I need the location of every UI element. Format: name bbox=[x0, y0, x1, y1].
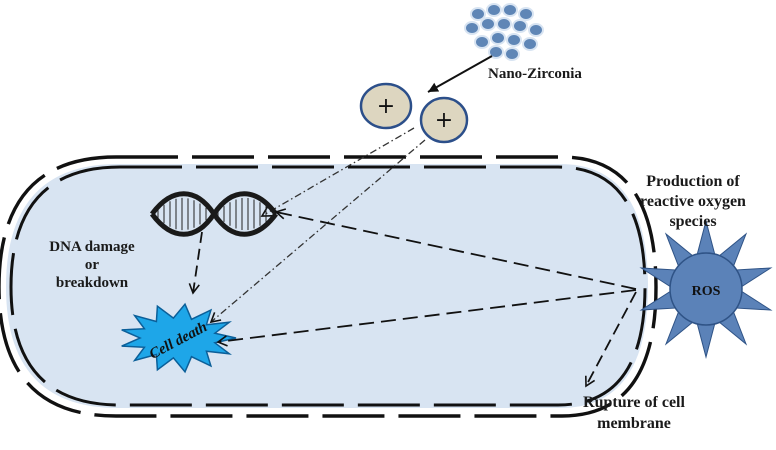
nanoparticle-dot bbox=[522, 37, 538, 51]
nanoparticle-dot bbox=[506, 33, 522, 47]
nanoparticle-dot bbox=[470, 7, 486, 21]
dna-damage-line-3: breakdown bbox=[55, 275, 129, 291]
ros-star-icon bbox=[639, 219, 773, 359]
nanoparticle-dot bbox=[490, 31, 506, 45]
nanoparticle-dot bbox=[512, 19, 528, 33]
charged-particle-1 bbox=[359, 82, 413, 130]
arrow-nano-to-particles bbox=[427, 55, 493, 93]
nano-zirconia-label: Nano-Zirconia bbox=[488, 66, 582, 82]
path-particles-to-cell-death bbox=[209, 139, 426, 324]
nanoparticle-dot bbox=[480, 17, 496, 31]
cell-membrane-inner bbox=[9, 165, 647, 407]
nanoparticle-dot bbox=[474, 35, 490, 49]
nanoparticle-dot bbox=[528, 23, 544, 37]
ros-label: ROS bbox=[692, 284, 721, 299]
cell-membrane-outer bbox=[0, 155, 658, 418]
nanoparticle-dot bbox=[464, 21, 480, 35]
nanoparticle-dot bbox=[504, 47, 520, 61]
nanoparticle-dot bbox=[488, 45, 504, 59]
rupture-line-2: membrane bbox=[597, 415, 671, 432]
cell-death-burst-icon bbox=[121, 302, 237, 374]
nanoparticle-cluster-icon bbox=[464, 3, 544, 61]
ros-production-line-1: Production of bbox=[646, 173, 740, 190]
plus-sign-2: + bbox=[435, 108, 453, 133]
rupture-label: Rupture of cell membrane bbox=[564, 392, 704, 434]
nanoparticle-dot bbox=[496, 17, 512, 31]
dna-helix-icon bbox=[149, 191, 279, 237]
ros-production-line-2: reactive oxygen bbox=[640, 193, 746, 210]
nanoparticle-dot bbox=[502, 3, 518, 17]
dna-damage-line-1: DNA damage bbox=[49, 239, 135, 255]
nanoparticle-dot bbox=[486, 3, 502, 17]
nanoparticle-dot bbox=[518, 7, 534, 21]
rupture-line-1: Rupture of cell bbox=[583, 394, 685, 411]
arrow-ros-to-cell-death bbox=[216, 289, 637, 347]
arrow-dna-to-cell-death bbox=[188, 231, 203, 295]
arrow-ros-to-dna bbox=[274, 208, 637, 290]
dna-damage-label: DNA damage or breakdown bbox=[34, 238, 150, 292]
ros-production-line-3: species bbox=[669, 213, 717, 230]
charged-particle-2 bbox=[419, 96, 469, 144]
ros-production-label: Production of reactive oxygen species bbox=[608, 172, 776, 232]
dna-damage-line-2: or bbox=[84, 257, 100, 273]
plus-sign-1: + bbox=[377, 94, 395, 119]
path-particles-to-dna bbox=[260, 127, 415, 217]
